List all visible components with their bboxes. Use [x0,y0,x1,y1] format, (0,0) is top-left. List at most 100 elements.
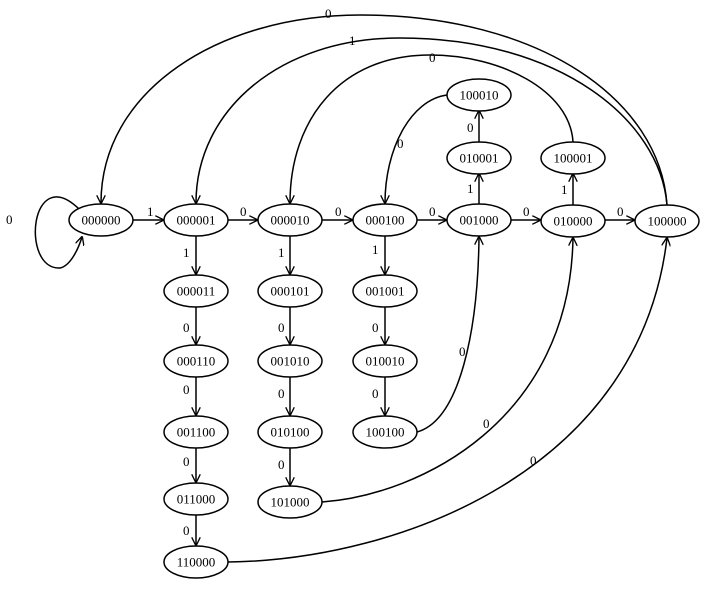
edge-label: 1 [147,204,154,219]
edge-label: 0 [6,212,13,227]
state-ellipse [163,203,229,237]
state-node-001010: 001010 [257,344,323,378]
edge-001000-to-010001: 1 [467,174,479,205]
state-label: 100001 [554,151,593,166]
edge-label: 0 [325,6,332,21]
edge-000011-to-000110: 0 [183,307,196,344]
edge-label: 0 [240,204,247,219]
state-label: 010000 [554,214,593,229]
edge-arrow [416,237,479,433]
state-node-000101: 000101 [257,274,323,308]
state-node-100001: 100001 [540,141,606,175]
edge-000110-to-001100: 0 [183,377,196,415]
state-ellipse [257,203,323,237]
edge-arrow [34,196,82,269]
state-node-000100: 000100 [352,203,418,237]
state-node-000010: 000010 [257,203,323,237]
edge-010010-to-100100: 0 [372,377,385,415]
state-ellipse [634,204,700,238]
edge-label: 0 [183,382,190,397]
state-node-010010: 010010 [352,344,418,378]
edge-000100-to-001001: 1 [372,236,385,274]
edge-001001-to-010010: 0 [372,307,385,344]
state-node-101000: 101000 [257,485,323,519]
edge-label: 0 [278,386,285,401]
state-label: 100010 [460,88,499,103]
edge-010000-to-100001: 1 [561,174,573,205]
edge-label: 1 [467,181,474,196]
edge-label: 1 [372,242,379,257]
edge-arrow [227,238,667,563]
state-ellipse [257,415,323,449]
state-node-010000: 010000 [540,204,606,238]
state-ellipse [257,485,323,519]
edge-101000-to-010000: 0 [321,238,573,503]
state-ellipse [257,274,323,308]
edge-000100-to-001000: 0 [417,204,446,220]
edge-100001-to-000010: 0 [290,50,574,203]
edge-label: 0 [183,454,190,469]
state-node-001000: 001000 [446,203,512,237]
edge-arrow [101,14,668,206]
state-node-000110: 000110 [163,344,229,378]
edge-010001-to-100010: 0 [467,111,479,143]
state-label: 000100 [366,213,405,228]
state-label: 001000 [460,213,499,228]
state-ellipse [540,141,606,175]
edge-label: 0 [467,120,474,135]
state-ellipse [257,344,323,378]
state-ellipse [163,415,229,449]
state-node-110000: 110000 [163,545,229,579]
state-label: 001010 [271,354,310,369]
state-node-011000: 011000 [163,482,229,516]
state-ellipse [163,344,229,378]
edge-100000-to-000000: 0 [101,6,668,206]
edge-arrow [321,238,573,503]
edge-000001-to-000011: 1 [183,236,196,274]
state-label: 010100 [271,425,310,440]
state-ellipse [68,203,134,237]
state-node-001100: 001100 [163,415,229,449]
state-label: 000110 [177,354,216,369]
state-node-001001: 001001 [352,274,418,308]
state-label: 100000 [648,214,687,229]
state-node-000011: 000011 [163,274,229,308]
edge-label: 1 [561,182,568,197]
edge-label: 0 [372,386,379,401]
edge-label: 0 [459,344,466,359]
state-node-000001: 000001 [163,203,229,237]
edge-001000-to-010000: 0 [511,204,540,220]
edge-label: 1 [349,33,356,48]
state-node-010100: 010100 [257,415,323,449]
state-ellipse [446,78,512,112]
edge-label: 0 [397,136,404,151]
state-label: 001100 [177,425,216,440]
edge-label: 0 [617,204,624,219]
state-label: 100100 [366,425,405,440]
edge-label: 0 [183,523,190,538]
state-node-100010: 100010 [446,78,512,112]
edge-000000-to-000001: 1 [133,204,163,220]
edge-001010-to-010100: 0 [278,377,290,415]
edge-110000-to-100000: 0 [227,238,667,563]
state-ellipse [352,344,418,378]
state-label: 010001 [460,151,499,166]
edge-label: 0 [483,416,490,431]
edge-011000-to-110000: 0 [183,515,196,545]
state-label: 000010 [271,213,310,228]
state-label: 001001 [366,284,405,299]
edge-label: 1 [183,245,190,260]
state-label: 000101 [271,284,310,299]
state-label: 010010 [366,354,405,369]
edge-label: 1 [278,245,285,260]
state-ellipse [352,415,418,449]
state-node-100000: 100000 [634,204,700,238]
state-ellipse [446,203,512,237]
state-ellipse [540,204,606,238]
state-label: 000001 [177,213,216,228]
edge-000010-to-000100: 0 [322,204,352,220]
